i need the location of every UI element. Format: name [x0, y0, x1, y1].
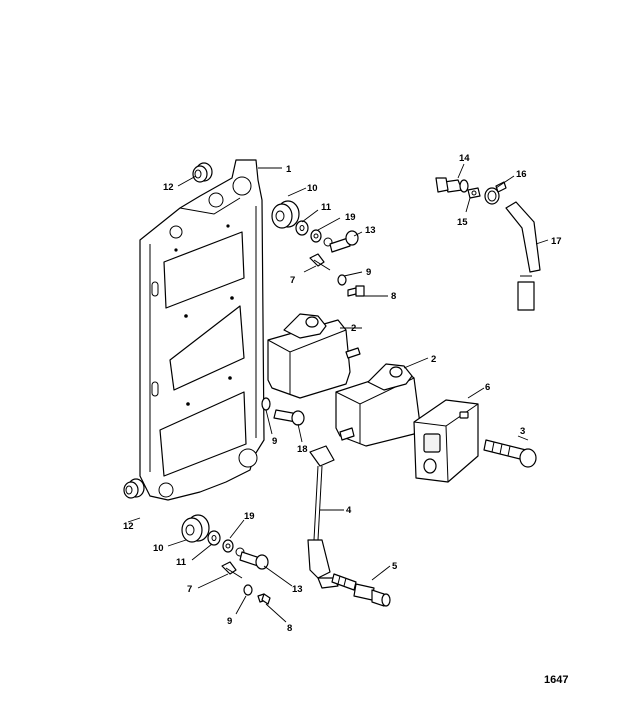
bolt-upper-13 — [329, 230, 359, 253]
callout-10-lower: 10 — [153, 543, 164, 554]
callout-9-middle: 9 — [272, 436, 277, 447]
screw-lower-8 — [257, 593, 271, 605]
callout-4: 4 — [346, 505, 352, 516]
spark-plug — [331, 573, 391, 607]
bolt-lower-13 — [239, 551, 269, 570]
screw-upper-8 — [347, 285, 365, 297]
callout-19-upper: 19 — [345, 212, 356, 223]
callout-15: 15 — [457, 217, 468, 228]
control-module — [413, 399, 479, 483]
fitting-15 — [467, 187, 481, 199]
callout-17: 17 — [551, 236, 562, 247]
callout-19-lower: 19 — [244, 511, 255, 522]
callout-12-lower: 12 — [123, 521, 134, 532]
bolt-18 — [273, 409, 305, 426]
leader-lines — [127, 163, 549, 623]
figure-number: 1647 — [544, 674, 568, 686]
callout-7-lower: 7 — [187, 584, 192, 595]
washer-upper-9 — [337, 274, 347, 286]
callout-labels: 1 2 2 3 4 5 6 7 7 8 8 9 9 9 10 10 11 11 … — [123, 153, 562, 634]
callout-6: 6 — [485, 382, 490, 393]
washer-lower-11 — [207, 530, 221, 546]
callout-11-upper: 11 — [321, 202, 332, 213]
callout-8-upper: 8 — [391, 291, 396, 302]
bushing-upper — [271, 200, 300, 229]
grommet-top — [192, 162, 213, 183]
callout-9-upper: 9 — [366, 267, 371, 278]
ground-lead-lower — [221, 547, 245, 579]
callout-11-lower: 11 — [176, 557, 187, 568]
ignition-coil-lower — [335, 363, 421, 447]
callout-18: 18 — [297, 444, 308, 455]
callout-5: 5 — [392, 561, 398, 572]
callout-13-lower: 13 — [292, 584, 303, 595]
washer-upper-19 — [310, 229, 322, 243]
bushing-lower — [181, 514, 210, 543]
hose-17 — [505, 201, 541, 311]
callout-7-upper: 7 — [290, 275, 295, 286]
hose-clamp-16 — [484, 181, 507, 205]
washer-lower-19 — [222, 539, 234, 553]
callout-10-upper: 10 — [307, 183, 318, 194]
spark-plug-lead — [307, 445, 339, 589]
callout-16: 16 — [516, 169, 527, 180]
fitting-14 — [435, 177, 469, 193]
callout-2-lower: 2 — [431, 354, 436, 365]
ground-lead-upper — [309, 237, 333, 271]
grommet-bottom — [123, 478, 145, 499]
callout-8-lower: 8 — [287, 623, 292, 634]
bolt-3 — [483, 439, 537, 468]
callout-9-lower: 9 — [227, 616, 232, 627]
callout-13-upper: 13 — [365, 225, 376, 236]
washer-mid-9 — [261, 397, 271, 411]
ignition-coil-upper — [267, 313, 361, 399]
callout-3: 3 — [520, 426, 525, 437]
callout-12-upper: 12 — [163, 182, 174, 193]
callout-2-upper: 2 — [351, 323, 356, 334]
mounting-plate — [139, 159, 265, 501]
washer-upper-11 — [295, 220, 309, 236]
callout-14: 14 — [459, 153, 470, 164]
callout-1: 1 — [286, 164, 292, 175]
washer-lower-9 — [243, 584, 253, 596]
